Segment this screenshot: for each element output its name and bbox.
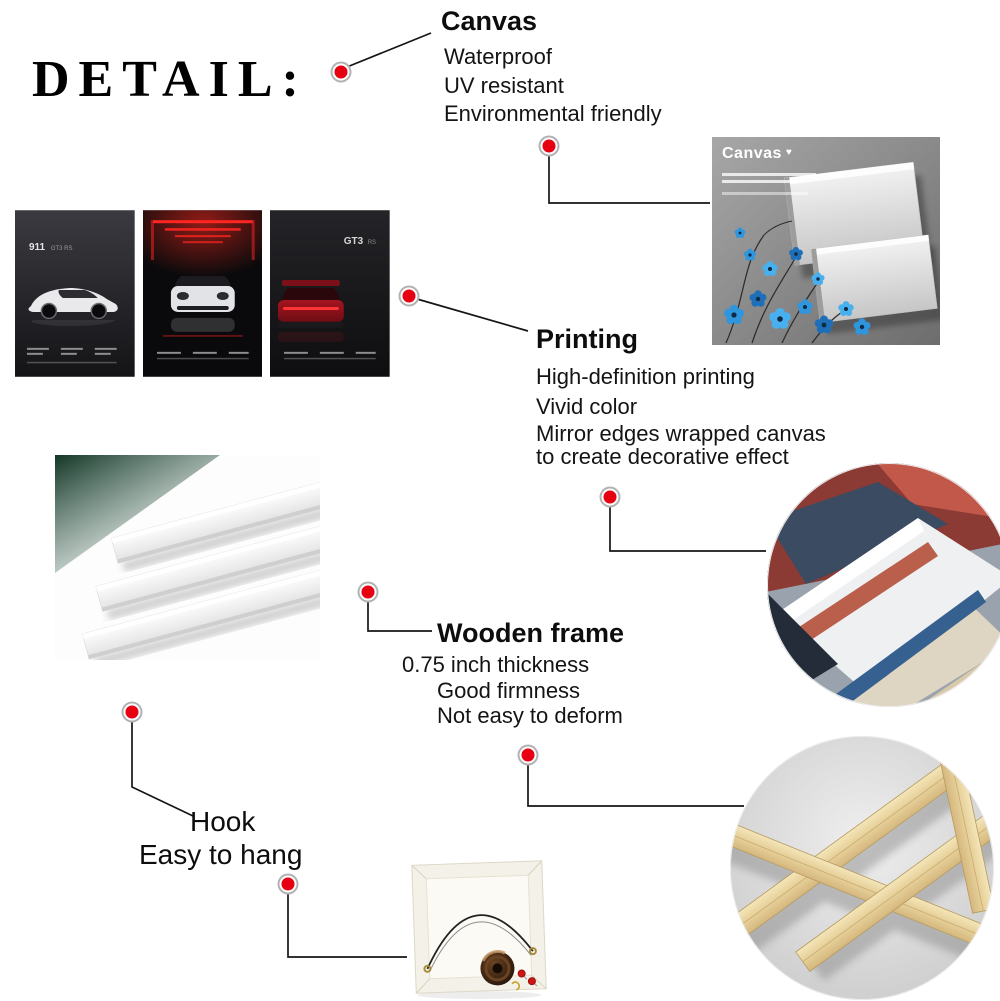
canvas-section-title: Canvas: [441, 6, 537, 37]
printing-feature: High-definition printing: [536, 364, 755, 390]
fine-print-line: [722, 192, 808, 195]
wooden-frame-art: [729, 735, 995, 1001]
stacked-canvases-art: [55, 455, 320, 660]
flower-canvas-caption-text: Canvas: [722, 145, 782, 162]
hook-section-title: Hook: [190, 806, 255, 838]
hook-canvas-back-photo: [408, 855, 550, 1000]
canvas-feature: Waterproof: [444, 44, 552, 70]
connector-line: [549, 155, 710, 203]
callout-marker-canvas-photo: [541, 138, 558, 155]
callout-marker-wooden-frame: [360, 584, 377, 601]
wooden-frame-feature: Good firmness: [437, 678, 580, 704]
flower-canvas-photo: Canvas ♥: [712, 137, 940, 345]
canvas-feature: Environmental friendly: [444, 101, 662, 127]
flower-canvas-art: [712, 137, 940, 345]
connector-line: [347, 33, 431, 67]
page-title: DETAIL:: [32, 50, 308, 109]
red-car-rear: [278, 280, 344, 342]
wrapped-canvas-corners: [766, 462, 1000, 708]
poster3-trim-text: RS: [368, 240, 376, 246]
flower-canvas-caption: Canvas ♥: [722, 145, 792, 163]
stacked-canvases-photo: [55, 455, 320, 660]
hook-feature: Easy to hang: [139, 839, 302, 871]
connector-line: [528, 764, 744, 806]
callout-marker-frame-photo: [520, 747, 537, 764]
connector-line: [288, 893, 407, 957]
fine-print-line: [722, 173, 816, 176]
poster-911-front: [143, 210, 263, 377]
heart-icon: ♥: [786, 147, 792, 158]
wooden-frame-feature: Not easy to deform: [437, 703, 623, 729]
connector-line: [610, 506, 766, 551]
wooden-frame-feature: 0.75 inch thickness: [402, 652, 589, 678]
callout-marker-canvas-title: [333, 64, 350, 81]
mirror-edge-circle-photo: [766, 462, 1000, 708]
connector-line: [417, 299, 528, 331]
connector-line: [368, 601, 432, 631]
callout-marker-hook-photo: [280, 876, 297, 893]
fine-print-line: [722, 180, 798, 183]
car-posters-photo: 911 GT3 RS: [15, 210, 390, 377]
callout-marker-printing: [401, 288, 418, 305]
printing-feature: Vivid color: [536, 394, 637, 420]
wooden-frame-circle-photo: [729, 735, 995, 1001]
canvas-feature: UV resistant: [444, 73, 564, 99]
poster-gt3-rear: GT3 RS: [270, 210, 390, 377]
printing-section-title: Printing: [536, 324, 638, 355]
poster1-model-text: 911: [29, 242, 46, 253]
poster-911-side: 911 GT3 RS: [15, 210, 135, 377]
poster1-trim-text: GT3 RS: [51, 246, 73, 252]
callout-marker-mirror-edge: [602, 489, 619, 506]
printing-feature: to create decorative effect: [536, 444, 789, 470]
canvas-back-art: [408, 855, 550, 1000]
poster3-model-text: GT3: [344, 236, 364, 247]
wooden-frame-section-title: Wooden frame: [437, 618, 624, 649]
callout-marker-hook: [124, 704, 141, 721]
connector-line: [132, 721, 193, 816]
mirror-edge-art: [766, 462, 1000, 708]
